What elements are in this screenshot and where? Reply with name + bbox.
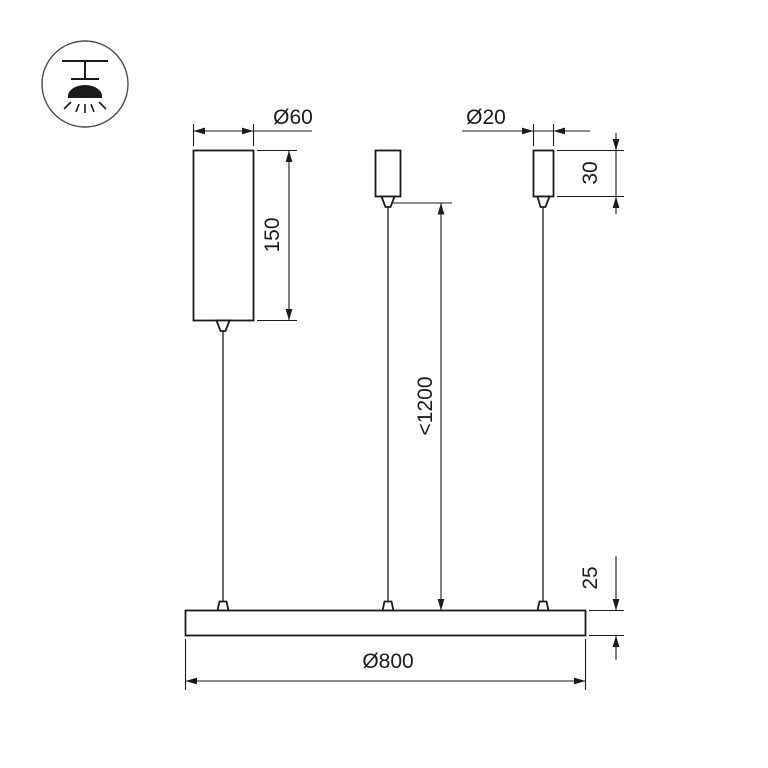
suspension-wires: [222, 207, 544, 601]
large-canopy: [192, 149, 255, 322]
dim-canopy-small-diameter: [462, 124, 590, 146]
wire-gripper-right: [536, 600, 550, 612]
dim-canopy-large-diameter: [192, 124, 312, 146]
dim-label-canopy-large-height: 150: [261, 217, 284, 252]
dim-label-suspension-length: <1200: [414, 377, 437, 436]
dim-ring-diameter: [184, 639, 587, 690]
wire-gripper-middle: [381, 600, 395, 612]
dim-label-canopy-large-diameter: Ø60: [273, 106, 313, 129]
dim-label-canopy-small-diameter: Ø20: [466, 106, 506, 129]
dim-canopy-small-height: [557, 133, 624, 214]
lamp-shade-shape: [68, 85, 102, 98]
ceiling-lamp-icon: [41, 40, 129, 128]
dim-label-ring-diameter: Ø800: [362, 650, 413, 673]
ring-profile-bar: [184, 609, 587, 637]
middle-canopy-cone: [380, 195, 396, 208]
dim-label-profile-thickness: 25: [579, 566, 602, 589]
wire-gripper-left: [216, 600, 230, 612]
dim-profile-thickness: [589, 556, 624, 660]
dim-suspension-length: [392, 202, 452, 611]
light-rays: [63, 101, 107, 113]
icon-circle: [41, 40, 129, 128]
dim-canopy-large-height: [257, 149, 297, 322]
right-canopy-cone: [536, 195, 551, 208]
dim-label-canopy-small-height: 30: [579, 161, 602, 184]
lamp-body: [184, 149, 587, 637]
large-canopy-cone: [215, 319, 231, 332]
right-canopy: [532, 149, 555, 198]
middle-canopy: [374, 149, 402, 198]
